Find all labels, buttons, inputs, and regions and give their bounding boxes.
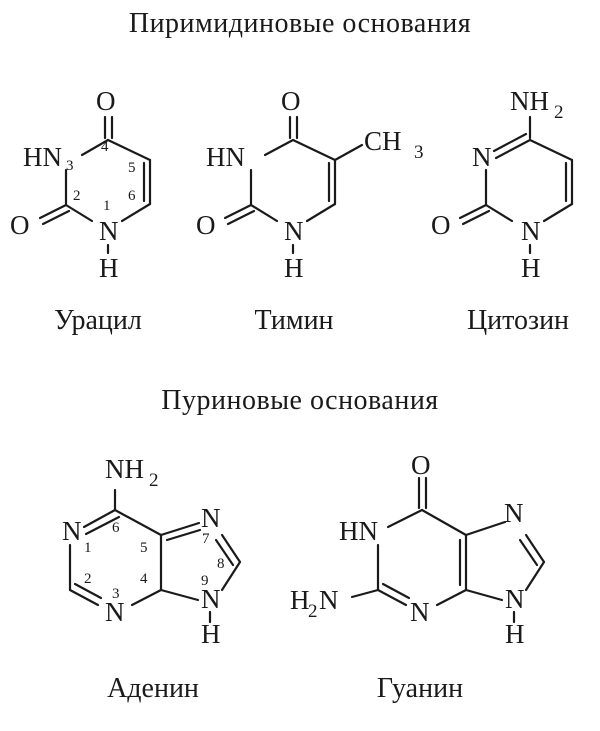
- adenine-name: Аденин: [107, 673, 199, 704]
- thymine-atom-hn3: HN: [206, 142, 245, 172]
- uracil-num-1: 1: [103, 198, 111, 214]
- thymine-atom-ch3: CH: [364, 126, 402, 156]
- uracil-atom-h1: H: [99, 253, 119, 283]
- cytosine-structure: NH 2 N N H O: [431, 86, 574, 283]
- adenine-num-3: 3: [112, 586, 120, 602]
- adenine-atom-nh2: NH: [105, 454, 144, 484]
- adenine-num-2: 2: [84, 571, 92, 587]
- uracil-num-4: 4: [101, 139, 109, 155]
- guanine-atom-o6: O: [411, 450, 431, 480]
- adenine-atom-n7: N: [201, 503, 221, 533]
- cytosine-atom-h1: H: [521, 253, 541, 283]
- cytosine-name: Цитозин: [466, 305, 570, 336]
- guanine-atom-n9: N: [505, 584, 525, 614]
- guanine-atom-h2n: H: [290, 585, 310, 615]
- cytosine-atom-nh2-sub: 2: [554, 102, 564, 123]
- adenine-atom-nh2-sub: 2: [149, 470, 159, 491]
- adenine-num-9: 9: [201, 573, 209, 589]
- adenine-num-6: 6: [112, 520, 120, 536]
- adenine-num-7: 7: [202, 531, 210, 547]
- cytosine-atom-n3: N: [472, 142, 492, 172]
- thymine-atom-n1: N: [284, 216, 304, 246]
- uracil-num-3: 3: [66, 158, 74, 174]
- adenine-num-5: 5: [140, 540, 148, 556]
- guanine-atom-n3: N: [410, 597, 430, 627]
- adenine-structure: NH 2 N N N N H 6 1 5 2 4 3 7 8 9: [62, 454, 242, 649]
- uracil-name: Урацил: [54, 305, 142, 336]
- adenine-atom-n1: N: [62, 516, 82, 546]
- uracil-atom-o4: O: [96, 86, 116, 116]
- guanine-structure: O HN H 2 N N N N H: [290, 450, 546, 649]
- thymine-atom-o2: O: [196, 210, 216, 240]
- thymine-atom-o4: O: [281, 86, 301, 116]
- cytosine-atom-o2: O: [431, 210, 451, 240]
- uracil-num-5: 5: [128, 160, 136, 176]
- guanine-atom-h9: H: [505, 619, 525, 649]
- uracil-atom-hn3: HN: [23, 142, 62, 172]
- adenine-num-4: 4: [140, 571, 148, 587]
- adenine-atom-n3: N: [105, 597, 125, 627]
- adenine-num-8: 8: [217, 556, 225, 572]
- cytosine-atom-nh2: NH: [510, 86, 549, 116]
- adenine-num-1: 1: [84, 540, 92, 556]
- thymine-structure: O HN CH 3 N H O: [196, 86, 424, 283]
- purines-heading: Пуриновые основания: [161, 385, 439, 416]
- pyrimidines-heading: Пиримидиновые основания: [128, 8, 472, 39]
- uracil-atom-o2: O: [10, 210, 30, 240]
- cytosine-atom-n1: N: [521, 216, 541, 246]
- guanine-atom-hn1: HN: [339, 516, 378, 546]
- thymine-atom-h1: H: [284, 253, 304, 283]
- guanine-atom-h2n-n: N: [319, 585, 339, 615]
- adenine-atom-n9: N: [201, 584, 221, 614]
- thymine-atom-ch3-sub: 3: [414, 142, 424, 163]
- uracil-atom-n1: N: [99, 216, 119, 246]
- uracil-num-2: 2: [73, 188, 81, 204]
- thymine-name: Тимин: [254, 305, 334, 336]
- adenine-atom-h9: H: [201, 619, 221, 649]
- guanine-atom-h2n-sub: 2: [308, 601, 318, 622]
- guanine-name: Гуанин: [376, 673, 464, 704]
- guanine-atom-n7: N: [504, 498, 524, 528]
- uracil-num-6: 6: [128, 188, 136, 204]
- uracil-structure: O HN N H O 4 3 5 2 6 1: [10, 86, 152, 283]
